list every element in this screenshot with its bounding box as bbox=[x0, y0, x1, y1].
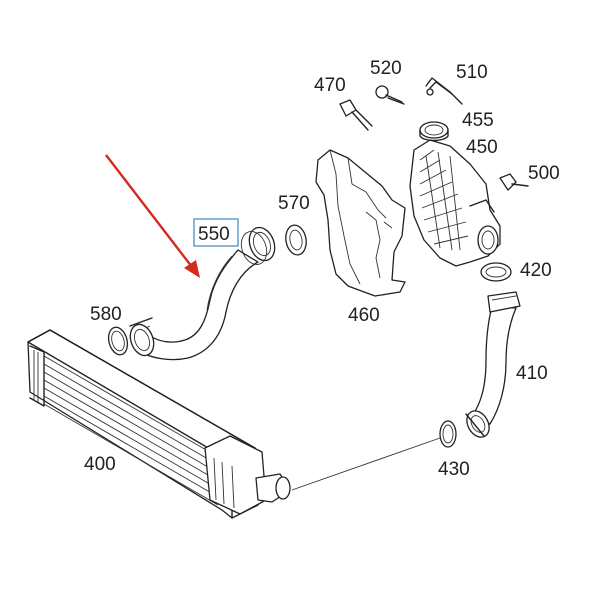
label-420: 420 bbox=[520, 260, 552, 281]
highlight-box-550 bbox=[193, 218, 239, 247]
screw-520 bbox=[375, 85, 405, 105]
label-570: 570 bbox=[278, 193, 310, 214]
red-arrow bbox=[105, 154, 200, 278]
hose-550 bbox=[139, 249, 259, 361]
connection-line bbox=[291, 437, 441, 491]
clamp-580 bbox=[107, 317, 155, 357]
throttle-housing-450 bbox=[409, 139, 501, 267]
label-400: 400 bbox=[84, 454, 116, 475]
label-550: 550 bbox=[198, 224, 230, 245]
label-450: 450 bbox=[466, 137, 498, 158]
hose-410 bbox=[465, 291, 521, 438]
label-430: 430 bbox=[438, 459, 470, 480]
cover-460 bbox=[315, 149, 406, 297]
label-580: 580 bbox=[90, 304, 122, 325]
coupling-550 bbox=[240, 226, 276, 265]
label-460: 460 bbox=[348, 305, 380, 326]
label-410: 410 bbox=[516, 363, 548, 384]
label-470: 470 bbox=[314, 75, 346, 96]
o-ring-430 bbox=[439, 420, 457, 448]
label-510: 510 bbox=[456, 62, 488, 83]
label-455: 455 bbox=[462, 110, 494, 131]
intercooler-400 bbox=[27, 325, 291, 519]
o-ring-570 bbox=[285, 224, 307, 256]
seal-455 bbox=[419, 121, 449, 142]
bolt-500 bbox=[499, 173, 529, 191]
label-520: 520 bbox=[370, 58, 402, 79]
label-500: 500 bbox=[528, 163, 560, 184]
bolt-470 bbox=[339, 99, 373, 131]
bracket-510 bbox=[425, 77, 463, 105]
o-ring-420 bbox=[480, 262, 512, 282]
